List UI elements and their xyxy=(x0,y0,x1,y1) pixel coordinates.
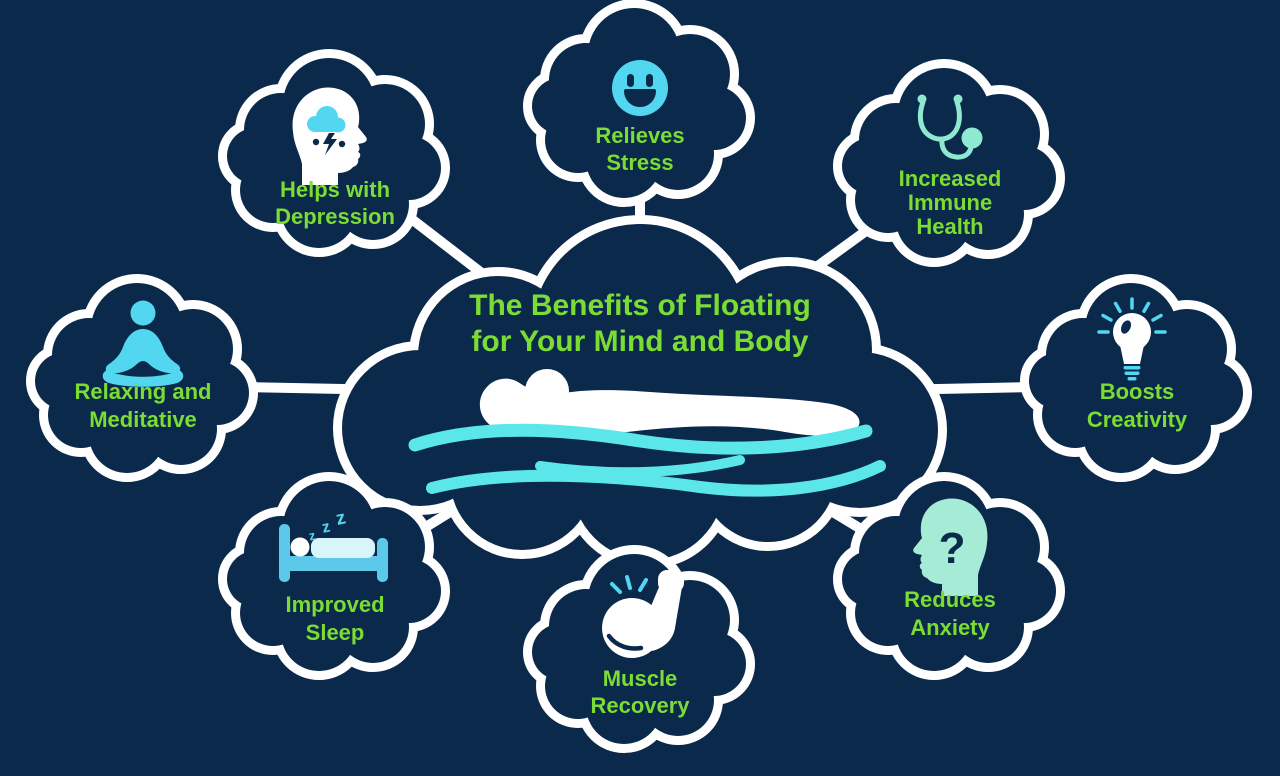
center-cloud: The Benefits of Floating for Your Mind a… xyxy=(342,224,938,560)
stethoscope-earpiece-left xyxy=(917,94,927,104)
cloud-label-line: Relieves xyxy=(595,123,684,148)
sleeping-bed-icon: z z z xyxy=(279,507,388,582)
cloud-label-line: Anxiety xyxy=(910,615,990,640)
meditation-crossed-legs xyxy=(102,370,184,387)
cloud-reduces-anxiety: ? Reduces Anxiety xyxy=(842,481,1056,671)
meditation-torso-arms xyxy=(105,329,181,374)
cloud-label-line: Immune xyxy=(908,190,992,215)
smiley-eye-left xyxy=(627,74,634,87)
zzz-letter: z xyxy=(307,527,317,543)
floating-person-on-waves-icon xyxy=(408,369,886,497)
bed-post-left xyxy=(279,524,290,582)
question-mark: ? xyxy=(939,524,966,573)
cloud-label-line: Increased xyxy=(899,166,1002,191)
lightning-bolt xyxy=(323,133,337,155)
water-waves xyxy=(408,423,886,497)
smiley-eye-right xyxy=(646,74,653,87)
rain-drop-left xyxy=(312,138,320,146)
flexed-bicep-icon xyxy=(602,570,684,658)
cloud-label-line: Recovery xyxy=(590,693,690,718)
stethoscope-chestpiece xyxy=(961,127,983,149)
floating-person-arm xyxy=(479,378,540,432)
zzz-letter: z xyxy=(334,507,348,530)
stethoscope-tail xyxy=(939,136,974,160)
rain-drop-right xyxy=(338,140,346,148)
cloud-relieves-stress: Relieves Stress xyxy=(532,8,746,198)
title-line-2: for Your Mind and Body xyxy=(471,325,809,358)
cloud-relaxing-and-meditative: Relaxing and Meditative xyxy=(35,283,249,473)
cloud-label-line: Stress xyxy=(606,150,673,175)
bulb-globe xyxy=(1113,313,1151,351)
bulb-highlight xyxy=(1120,320,1132,334)
bulb-neck xyxy=(1120,345,1144,364)
cloud-boosts-creativity: Boosts Creativity xyxy=(1029,283,1243,473)
cloud-label-line: Health xyxy=(916,214,983,239)
cloud-muscle-recovery: Muscle Recovery xyxy=(532,554,746,744)
wave-middle xyxy=(535,455,745,478)
forearm xyxy=(640,580,682,651)
stethoscope-icon xyxy=(917,94,983,160)
cloud-label-line: Depression xyxy=(275,204,395,229)
head-rain-cloud-icon xyxy=(292,87,367,185)
stethoscope-earpiece-right xyxy=(953,94,963,104)
wave-top xyxy=(408,423,873,455)
bicep-crease xyxy=(606,633,644,651)
bed-frame xyxy=(279,524,388,582)
bed-rail xyxy=(279,556,388,571)
cloud-label-line: Improved xyxy=(285,592,384,617)
title-line-1: The Benefits of Floating xyxy=(469,289,811,322)
wave-bottom xyxy=(426,460,886,497)
cloud-increased-immune-health: Increased Immune Health xyxy=(842,68,1056,258)
cloud-label-line: Muscle xyxy=(603,666,678,691)
floating-person-body xyxy=(526,390,860,437)
question-mark-head-icon: ? xyxy=(913,498,988,596)
cloud-label-line: Reduces xyxy=(904,587,996,612)
cloud-label-line: Relaxing and xyxy=(75,379,212,404)
lightbulb-icon xyxy=(1097,297,1167,381)
rain-cloud-shape xyxy=(307,106,346,133)
flex-burst-marks xyxy=(610,575,648,594)
cloud-label-line: Meditative xyxy=(89,407,197,432)
cloud-label-line: Boosts xyxy=(1100,379,1175,404)
meditation-pose-icon xyxy=(102,300,184,387)
bed-blanket xyxy=(311,538,375,558)
cloud-label-line: Creativity xyxy=(1087,407,1188,432)
cloud-label-line: Sleep xyxy=(306,620,365,645)
sleeper-head xyxy=(290,537,310,557)
cloud-label-line: Helps with xyxy=(280,177,390,202)
smiley-face xyxy=(612,60,668,116)
fist xyxy=(658,570,684,592)
cloud-improved-sleep: z z z Improved Sleep xyxy=(227,481,441,671)
bulb-base-stripes xyxy=(1123,366,1141,381)
meditation-head xyxy=(130,300,156,326)
zzz-letter: z xyxy=(320,518,331,536)
smiley-mouth xyxy=(624,89,656,107)
smiley-face-icon xyxy=(612,60,668,116)
cloud-helps-with-depression: Helps with Depression xyxy=(227,58,441,248)
bulb-rays xyxy=(1097,297,1167,334)
